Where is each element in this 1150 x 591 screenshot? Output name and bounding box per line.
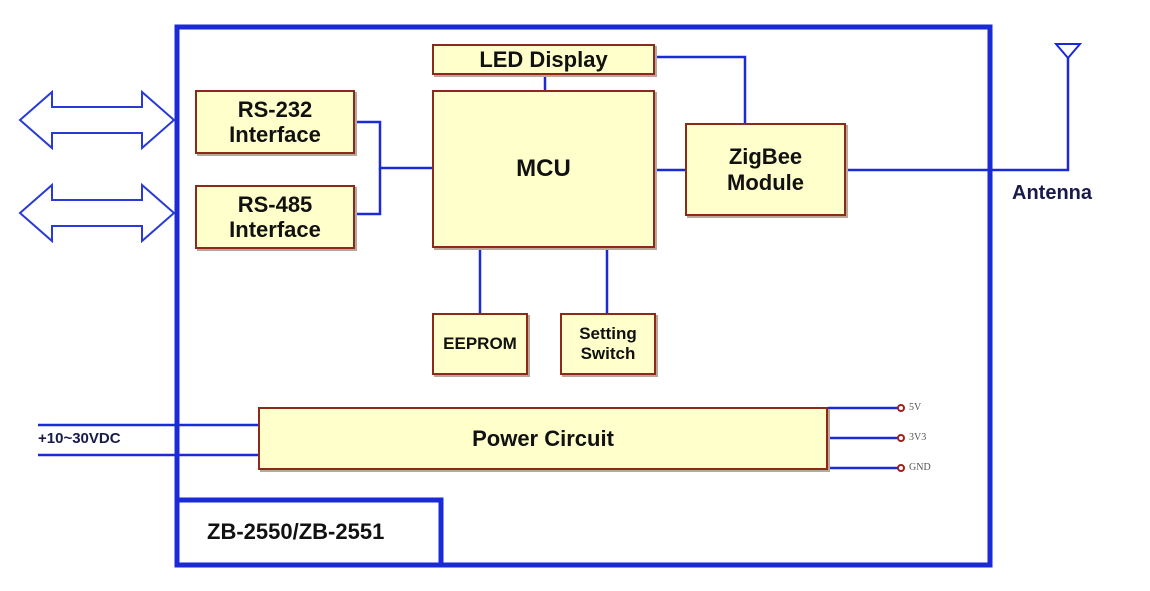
eeprom-block: EEPROM xyxy=(432,313,528,375)
terminal-3v3-icon xyxy=(897,434,905,442)
output-label-3v3: 3V3 xyxy=(909,432,927,443)
zigbee-to-antenna-wire xyxy=(846,58,1070,172)
rs485-interface-block: RS-485 Interface xyxy=(195,185,355,249)
model-label: ZB-2550/ZB-2551 xyxy=(207,519,385,544)
power-input-label: +10~30VDC xyxy=(38,430,121,447)
rs232-to-mcu-wire xyxy=(355,120,432,170)
rs485-to-mcu-wire xyxy=(355,168,382,216)
connection-wires xyxy=(38,55,1070,470)
mcu-block: MCU xyxy=(432,90,655,248)
output-label-5v: 5V xyxy=(909,402,922,413)
terminal-gnd-icon xyxy=(897,464,905,472)
led-to-zigbee-wire xyxy=(655,55,747,123)
antenna-icon xyxy=(1053,43,1083,60)
zigbee-module-block: ZigBee Module xyxy=(685,123,846,216)
power-circuit-block: Power Circuit xyxy=(258,407,828,470)
rs485-bidirectional-arrow xyxy=(18,182,176,244)
antenna-label: Antenna xyxy=(1012,182,1092,204)
setting-switch-block: Setting Switch xyxy=(560,313,656,375)
enclosure-frame xyxy=(174,24,993,568)
output-label-gnd: GND xyxy=(909,462,931,473)
terminal-5v-icon xyxy=(897,404,905,412)
rs232-bidirectional-arrow xyxy=(18,89,176,151)
rs232-interface-block: RS-232 Interface xyxy=(195,90,355,154)
led-display-block: LED Display xyxy=(432,44,655,75)
model-label-frame xyxy=(174,497,444,568)
